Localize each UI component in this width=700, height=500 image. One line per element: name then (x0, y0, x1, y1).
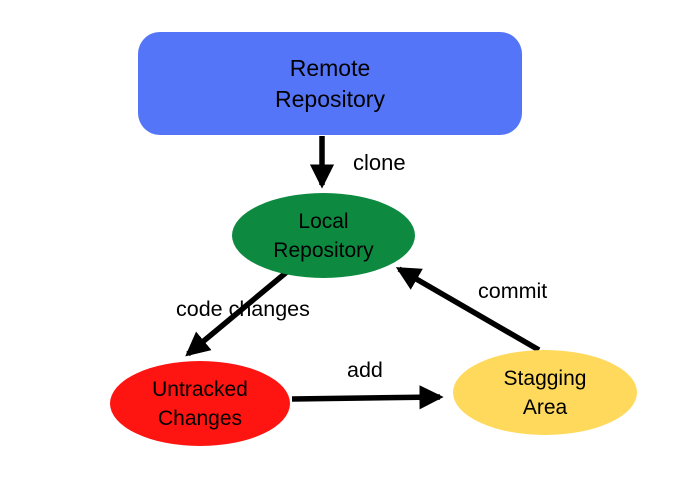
node-untracked-changes: Untracked Changes (110, 361, 290, 446)
node-stagging-area-label-line2: Area (522, 395, 568, 419)
node-local-repository-label-line1: Local (298, 209, 349, 233)
node-untracked-changes-label-line1: Untracked (152, 377, 248, 401)
add-arrow (291, 385, 444, 410)
node-local-repository: Local Repository (232, 193, 415, 278)
node-stagging-area-label-line1: Stagging (503, 366, 587, 390)
node-stagging-area: Stagging Area (453, 350, 637, 435)
node-remote-repository-label-line1: Remote (289, 54, 371, 81)
edge-label-add: add (347, 358, 383, 382)
node-untracked-changes-label-line2: Changes (157, 406, 243, 430)
edge-label-commit: commit (478, 279, 548, 303)
node-local-repository-label-line2: Repository (273, 238, 374, 262)
edge-label-code-changes: code changes (176, 297, 310, 321)
edge-label-clone: clone (353, 150, 406, 175)
node-remote-repository-label-line2: Repository (275, 85, 385, 112)
node-remote-repository: Remote Repository (138, 32, 522, 135)
